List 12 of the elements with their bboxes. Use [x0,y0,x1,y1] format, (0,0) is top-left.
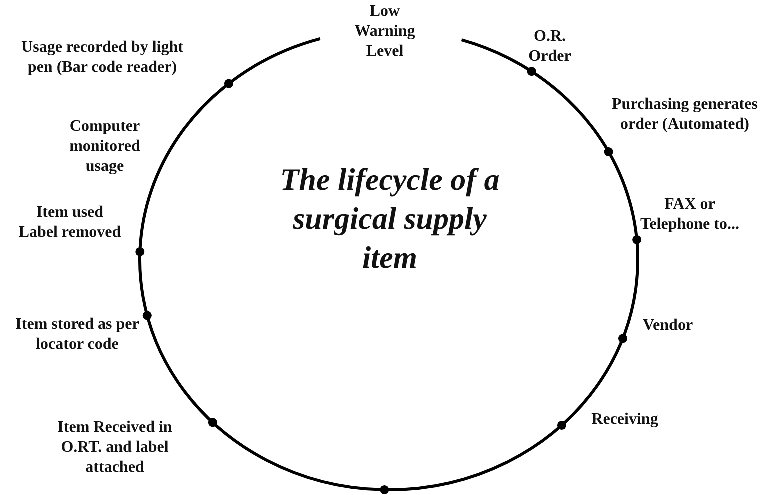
station-label: FAX or Telephone to... [640,195,740,235]
station-label: Item used Label removed [18,203,122,243]
station-label: O.R. Order [528,27,572,67]
station-label: Item Received in O.RT. and label attached [56,418,174,478]
station-label: Usage recorded by light pen (Bar code reader) [20,38,184,78]
station-label: Computer monitored usage [68,117,142,177]
diagram-title: The lifecycle of a surgical supply item [279,161,501,277]
station-label: Purchasing generates order (Automated) [611,95,759,135]
station-label: Low Warning Level [354,2,416,62]
station-label: Item stored as per locator code [14,315,140,355]
station-label: Receiving [590,410,660,430]
station-label: Vendor [642,316,694,336]
